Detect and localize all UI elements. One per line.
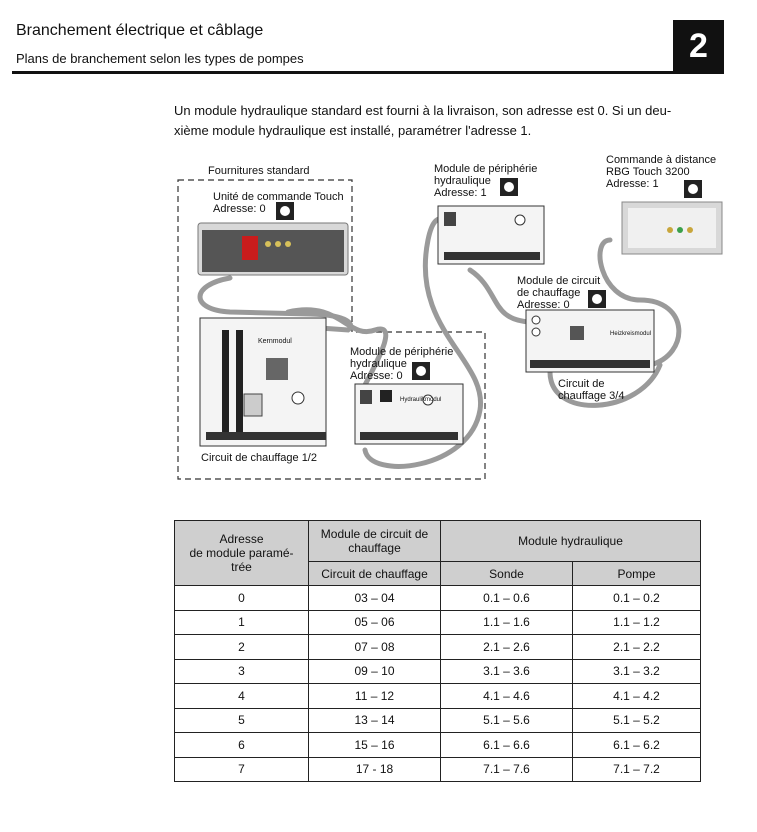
table-cell-sonde: 5.1 – 5.6	[440, 707, 573, 733]
header-rule	[12, 71, 724, 74]
table-cell-pompe: 3.1 – 3.2	[572, 658, 701, 684]
remote-control-image	[621, 201, 723, 255]
table-cell-sonde: 3.1 – 3.6	[440, 658, 573, 684]
heating-circuit-board	[525, 309, 655, 373]
hydraulic-periph-1-label: Module de périphérie hydraulique Adresse…	[434, 163, 538, 199]
table-cell-circuit: 07 – 08	[308, 634, 441, 660]
circuit-34-label: Circuit de chauffage 3/4	[558, 378, 625, 402]
address-table: Adresse de module paramé- trée Module de…	[174, 520, 701, 782]
table-cell-circuit: 15 – 16	[308, 732, 441, 758]
intro-paragraph: Un module hydraulique standard est fourn…	[174, 101, 734, 141]
table-cell-circuit: 11 – 12	[308, 683, 441, 709]
wiring-diagram: Fournitures standard Unité de commande T…	[170, 150, 730, 490]
kernmodul-board-label: Kernmodul	[258, 338, 292, 345]
core-module-board	[199, 317, 327, 447]
cable-heating-to-circuit34	[547, 362, 663, 408]
table-cell-pompe: 7.1 – 7.2	[572, 756, 701, 782]
table-header-address: Adresse de module paramé- trée	[174, 520, 309, 586]
hydraulic-periph-board-1	[437, 205, 545, 265]
page-subtitle: Plans de branchement selon les types de …	[16, 51, 304, 66]
table-cell-sonde: 2.1 – 2.6	[440, 634, 573, 660]
table-cell-circuit: 17 - 18	[308, 756, 441, 782]
wiring-diagram-graphic	[177, 178, 723, 480]
page-title: Branchement électrique et câblage	[16, 22, 264, 39]
touch-control-unit-image	[197, 222, 349, 276]
table-cell-addr: 2	[174, 634, 309, 660]
heizkreismodul-board-label: Heizkreismodul	[610, 331, 652, 337]
table-cell-pompe: 4.1 – 4.2	[572, 683, 701, 709]
standard-supplies-label: Fournitures standard	[208, 165, 310, 177]
table-cell-addr: 1	[174, 609, 309, 635]
circuit-12-label: Circuit de chauffage 1/2	[201, 452, 317, 464]
chapter-number: 2	[673, 20, 724, 72]
table-cell-pompe: 0.1 – 0.2	[572, 585, 701, 611]
cable-periph1-to-heating	[467, 267, 533, 325]
intro-line: Un module hydraulique standard est fourn…	[174, 103, 672, 118]
table-cell-pompe: 6.1 – 6.2	[572, 732, 701, 758]
table-subheader-sonde: Sonde	[440, 561, 573, 586]
cable-periph0-to-periph1	[362, 215, 484, 469]
table-cell-addr: 3	[174, 658, 309, 684]
table-cell-addr: 7	[174, 756, 309, 782]
table-cell-addr: 6	[174, 732, 309, 758]
table-subheader-pompe: Pompe	[572, 561, 701, 586]
table-header-hydraulic-module: Module hydraulique	[440, 520, 701, 562]
table-cell-addr: 4	[174, 683, 309, 709]
table-cell-pompe: 2.1 – 2.2	[572, 634, 701, 660]
hydraulic-periph-board-0	[354, 383, 464, 445]
table-cell-addr: 0	[174, 585, 309, 611]
cable-remote-to-heating	[597, 237, 682, 368]
table-cell-sonde: 6.1 – 6.6	[440, 732, 573, 758]
table-cell-addr: 5	[174, 707, 309, 733]
table-cell-circuit: 13 – 14	[308, 707, 441, 733]
table-cell-circuit: 05 – 06	[308, 609, 441, 635]
table-cell-sonde: 4.1 – 4.6	[440, 683, 573, 709]
table-cell-circuit: 09 – 10	[308, 658, 441, 684]
hydraulic-periph-0-label: Module de périphérie hydraulique Adresse…	[350, 346, 454, 382]
table-cell-sonde: 7.1 – 7.6	[440, 756, 573, 782]
table-cell-circuit: 03 – 04	[308, 585, 441, 611]
table-subheader-circuit: Circuit de chauffage	[308, 561, 441, 586]
table-header-heating-module: Module de circuit de chauffage	[308, 520, 441, 562]
table-cell-pompe: 5.1 – 5.2	[572, 707, 701, 733]
heating-circuit-module-label: Module de circuit de chauffage Adresse: …	[517, 275, 601, 311]
standard-supplies-outline	[177, 179, 486, 480]
touch-unit-label: Unité de commande Touch Adresse: 0	[213, 191, 344, 215]
table-cell-sonde: 1.1 – 1.6	[440, 609, 573, 635]
table-cell-pompe: 1.1 – 1.2	[572, 609, 701, 635]
table-cell-sonde: 0.1 – 0.6	[440, 585, 573, 611]
remote-control-label: Commande à distance RBG Touch 3200 Adres…	[606, 154, 717, 190]
intro-line: xième module hydraulique est installé, p…	[174, 123, 532, 138]
hydraulikmodul-board-label: Hydraulikmodul	[400, 397, 442, 403]
